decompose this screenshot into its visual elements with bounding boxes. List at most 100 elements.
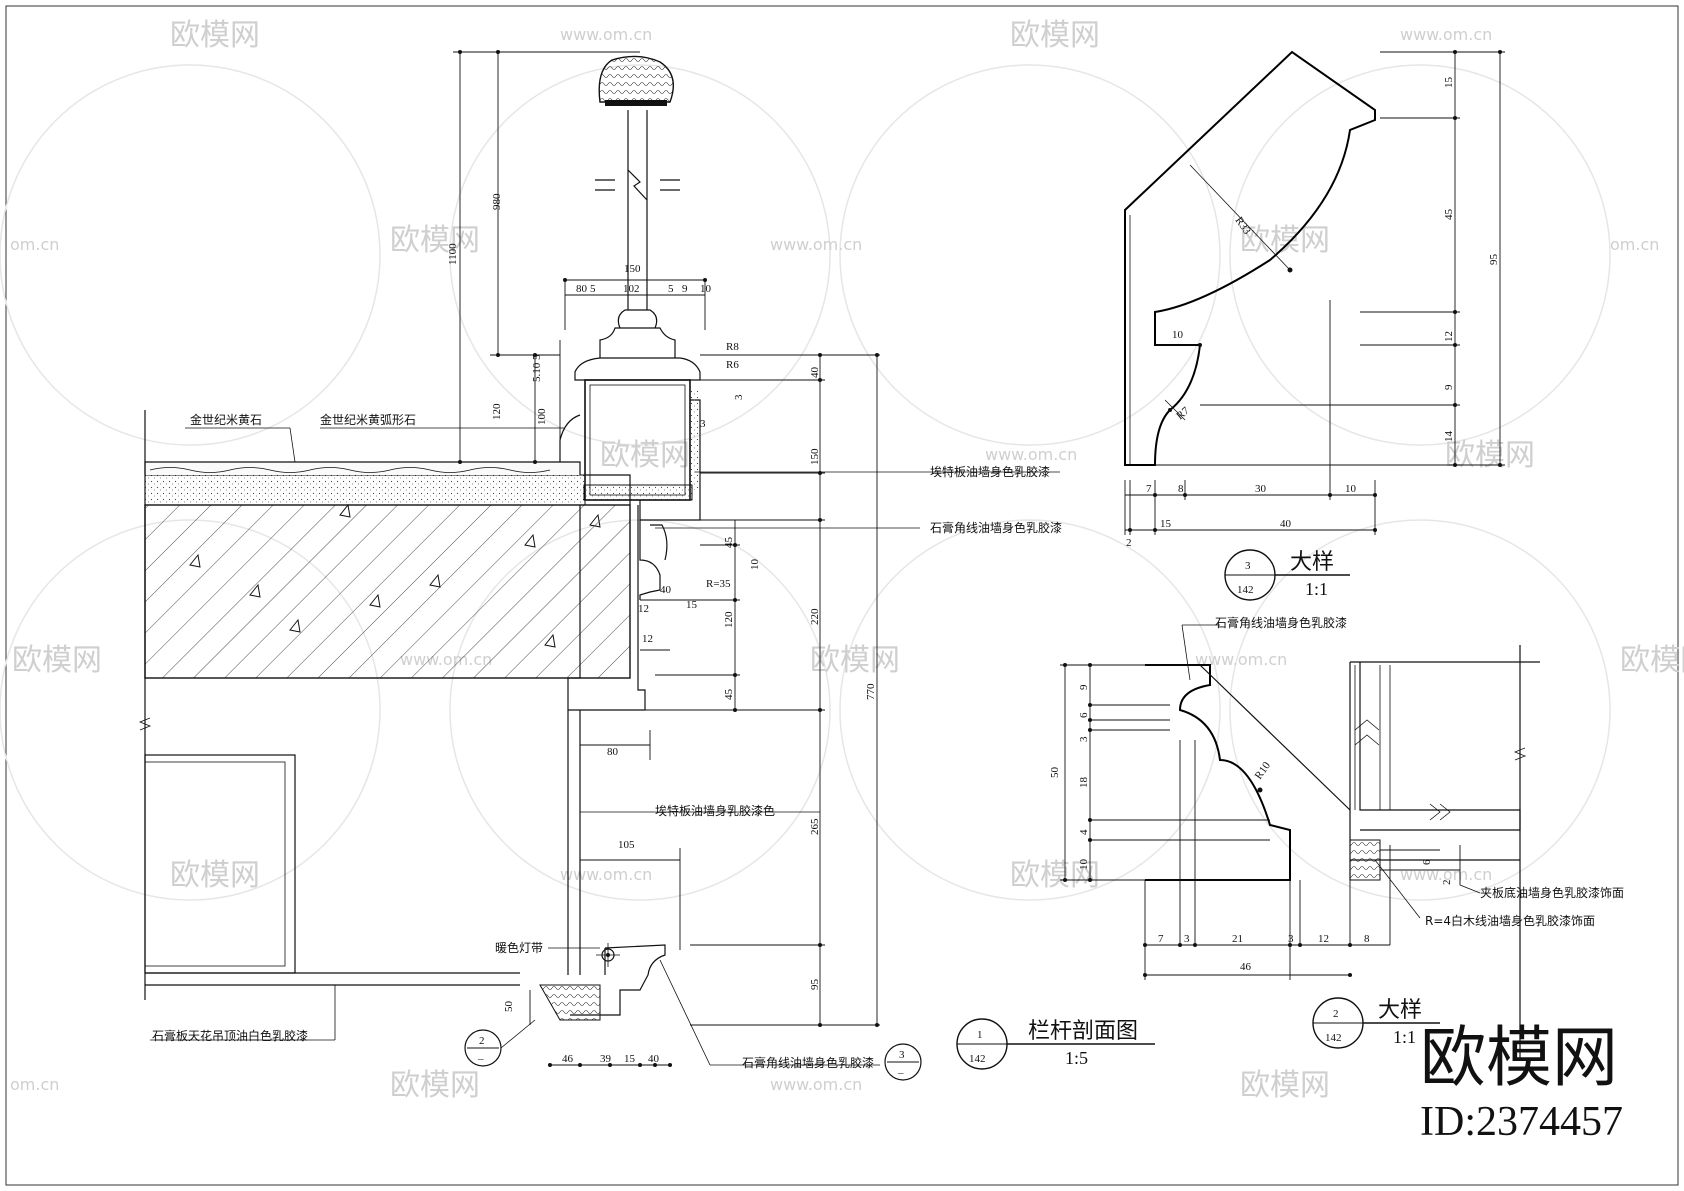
label-gypsum-line: 石膏角线油墙身色乳胶漆: [930, 520, 1062, 535]
dim-510: 5.10: [531, 362, 543, 382]
dim-9: 9: [682, 283, 688, 295]
d2-dim-46: 46: [1240, 961, 1252, 973]
dim-10: 10: [700, 283, 712, 295]
logo-big-text: 欧模网: [1420, 1022, 1618, 1095]
dim-39: 39: [600, 1053, 612, 1065]
wm-site-6: www.om.cn: [985, 445, 1077, 464]
wm-site-11: om.cn: [10, 1075, 59, 1094]
wm-brand-4: 欧模网: [1240, 223, 1330, 258]
wm-brand-3: 欧模网: [390, 223, 480, 258]
dim-10b: 10: [749, 559, 761, 571]
d2-dim-3a: 3: [1184, 933, 1190, 945]
callout-left: 2 –: [464, 1019, 536, 1067]
label-board-paint2: 埃特板油墙身乳胶漆色: [655, 803, 775, 818]
dim-220: 220: [809, 608, 821, 625]
logo-watermark: 欧模网 ID:2374457: [1420, 1022, 1623, 1145]
main-ref-num: 1: [977, 1029, 983, 1041]
d2-dim-50: 50: [1049, 767, 1061, 779]
label-light-strip: 暖色灯带: [495, 941, 543, 955]
d2-dim-6: 6: [1078, 712, 1090, 718]
d2-dim-8: 8: [1364, 933, 1370, 945]
d2-dim-12: 12: [1318, 933, 1329, 945]
dim-46: 46: [562, 1053, 574, 1065]
wm-site-9: www.om.cn: [560, 865, 652, 884]
watermark-circles: [0, 64, 1611, 901]
detail-2-title-block: 2 142 大样 1:1: [1312, 997, 1440, 1049]
dim-40: 40: [809, 367, 821, 379]
d3-dim-40: 40: [1280, 518, 1292, 530]
d2-dim-6b: 6: [1421, 859, 1433, 865]
d2-ref-sheet: 142: [1325, 1032, 1342, 1044]
wm-brand-5: 欧模网: [600, 438, 690, 473]
d3-scale: 1:1: [1305, 579, 1328, 599]
wm-site-5: om.cn: [1610, 235, 1659, 254]
label-stone1: 金世纪米黄石: [190, 412, 262, 427]
handrail: [598, 55, 674, 103]
main-scale: 1:5: [1065, 1048, 1088, 1068]
dim-1100: 1100: [447, 243, 459, 265]
dim-45: 45: [723, 537, 735, 549]
dim-45b: 45: [723, 689, 735, 701]
main-title: 栏杆剖面图: [1028, 1019, 1138, 1044]
dim-770: 770: [865, 683, 877, 700]
d2-dim-18: 18: [1078, 777, 1090, 789]
dim-120: 120: [491, 403, 503, 420]
wm-site-4: www.om.cn: [770, 235, 862, 254]
d3-dim-95: 95: [1488, 254, 1500, 266]
wm-site-3: om.cn: [10, 235, 59, 254]
dim-80b: 80: [607, 746, 619, 758]
d3-dim-30: 30: [1255, 483, 1267, 495]
d3-R7: R7: [1174, 405, 1192, 423]
wm-brand-10: 欧模网: [170, 858, 260, 893]
logo-id-text: ID:2374457: [1420, 1099, 1623, 1145]
dim-102: 102: [623, 283, 640, 295]
d2-dim-21: 21: [1232, 933, 1243, 945]
dim-105: 105: [618, 839, 635, 851]
wm-site-2: www.om.cn: [1400, 25, 1492, 44]
wm-brand-1: 欧模网: [170, 18, 260, 53]
wm-brand-6: 欧模网: [1445, 438, 1535, 473]
d3-dim-8: 8: [1178, 483, 1184, 495]
wm-brand-9: 欧模网: [1620, 643, 1684, 678]
d2-label-board: 夹板底油墙身色乳胶漆饰面: [1480, 885, 1624, 900]
detail-3-title-block: 3 142 大样 1:1: [1224, 549, 1350, 601]
drawing-frame: [5, 5, 1679, 1186]
dim-100: 100: [536, 408, 548, 425]
wm-brand-2: 欧模网: [1010, 18, 1100, 53]
detail-2-view: 9 6 3 18 4 10 50 R10 6 2 7 3 21 3 12 8 4…: [1049, 615, 1624, 1060]
wm-site-12: www.om.cn: [770, 1075, 862, 1094]
d3-dim-10: 10: [1172, 329, 1184, 341]
wm-brand-13: 欧模网: [1240, 1068, 1330, 1103]
d2-dim-3b: 3: [1288, 933, 1294, 945]
dim-40b: 40: [660, 584, 672, 596]
dim-40c: 40: [648, 1053, 660, 1065]
dim-150: 150: [624, 263, 641, 275]
dim-12: 12: [638, 603, 649, 615]
dim-15b: 15: [624, 1053, 636, 1065]
wm-brand-12: 欧模网: [390, 1068, 480, 1103]
dim-12b: 12: [642, 633, 653, 645]
dim-80: 80: [576, 283, 588, 295]
d3-title: 大样: [1290, 550, 1334, 575]
callout-right-sheet: –: [897, 1067, 904, 1079]
d3-dim-14: 14: [1443, 431, 1455, 443]
dim-980: 980: [491, 193, 503, 210]
d3-dim-12: 12: [1443, 331, 1455, 342]
callout-left-sheet: –: [477, 1053, 484, 1065]
dim-5c: 5: [531, 354, 543, 360]
d2-title: 大样: [1378, 998, 1422, 1023]
d2-label-top: 石膏角线油墙身色乳胶漆: [1215, 615, 1347, 630]
d2-R10: R10: [1253, 759, 1274, 781]
d3-dim-7: 7: [1146, 483, 1152, 495]
main-title-block: 1 142 栏杆剖面图 1:5: [956, 1018, 1155, 1070]
d3-dim-45: 45: [1443, 209, 1455, 221]
label-gypsum-line2: 石膏角线油墙身色乳胶漆: [742, 1055, 874, 1070]
screed-layer: [144, 474, 586, 506]
d3-dim-9: 9: [1443, 384, 1455, 390]
dim-R8: R8: [726, 341, 739, 353]
main-section-view: 980 1100 150 102 80 5 5 9 10 5 5.10 120 …: [138, 50, 1155, 1081]
d3-ref-num: 3: [1245, 560, 1251, 572]
d3-dim-10b: 10: [1345, 483, 1357, 495]
dim-5b: 5: [668, 283, 674, 295]
dim-5a: 5: [590, 283, 596, 295]
